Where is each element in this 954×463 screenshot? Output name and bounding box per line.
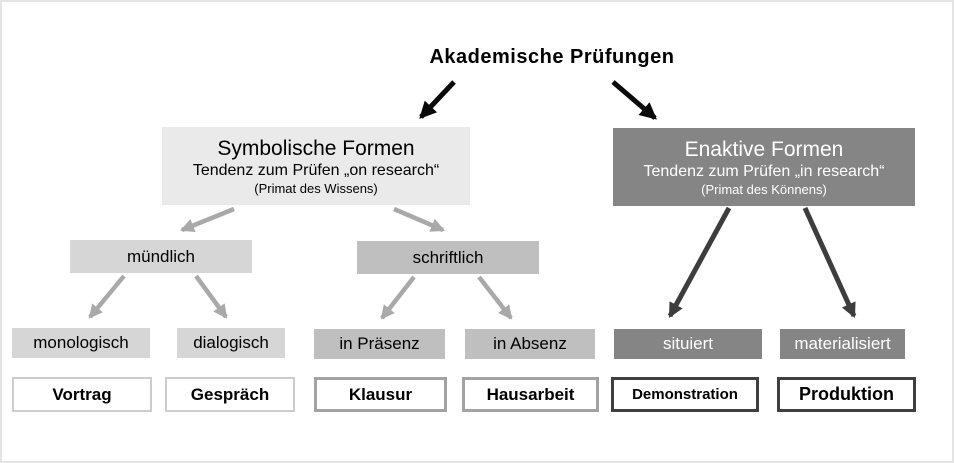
arrow-symbolische-to-schriftlich [393,206,445,233]
arrow-symbolische-to-muendlich [180,206,235,233]
diagram-title: Akademische Prüfungen [429,46,675,68]
arrow-title-to-enaktive [611,80,657,120]
node-demonstration: Demonstration [611,377,759,412]
arrow-muendlich-to-dialogisch [194,274,228,319]
arrow-enaktive-to-materialisiert [802,206,857,319]
node-enaktive-formen: Enaktive Formen Tendenz zum Prüfen „in r… [613,128,915,206]
node-in-absenz: in Absenz [465,329,595,359]
arrow-title-to-symbolische [419,80,456,119]
arrow-enaktive-to-situiert [667,206,732,318]
node-vortrag: Vortrag [12,377,152,412]
node-gespraech: Gespräch [165,377,295,412]
node-schriftlich: schriftlich [357,241,539,274]
node-muendlich: mündlich [70,240,252,273]
node-dialogisch: dialogisch [177,328,285,358]
node-materialisiert: materialisiert [780,329,905,359]
arrow-muendlich-to-monologisch [88,274,126,319]
symbolische-subtitle: Tendenz zum Prüfen „on research“ [192,162,440,180]
node-produktion: Produktion [777,377,916,412]
node-symbolische-formen: Symbolische Formen Tendenz zum Prüfen „o… [162,127,470,205]
node-klausur: Klausur [314,377,447,412]
node-situiert: situiert [614,329,762,359]
symbolische-primat: (Primat des Wissens) [254,180,378,196]
enaktive-subtitle: Tendenz zum Prüfen „in research“ [643,163,885,181]
symbolische-title: Symbolische Formen [217,136,415,160]
enaktive-title: Enaktive Formen [684,137,844,161]
node-monologisch: monologisch [12,328,150,358]
enaktive-primat: (Primat des Könnens) [701,181,827,197]
node-in-praesenz: in Präsenz [314,329,445,359]
arrow-schriftlich-to-absenz [477,275,513,320]
arrow-schriftlich-to-praesenz [380,275,416,320]
node-hausarbeit: Hausarbeit [462,377,599,412]
